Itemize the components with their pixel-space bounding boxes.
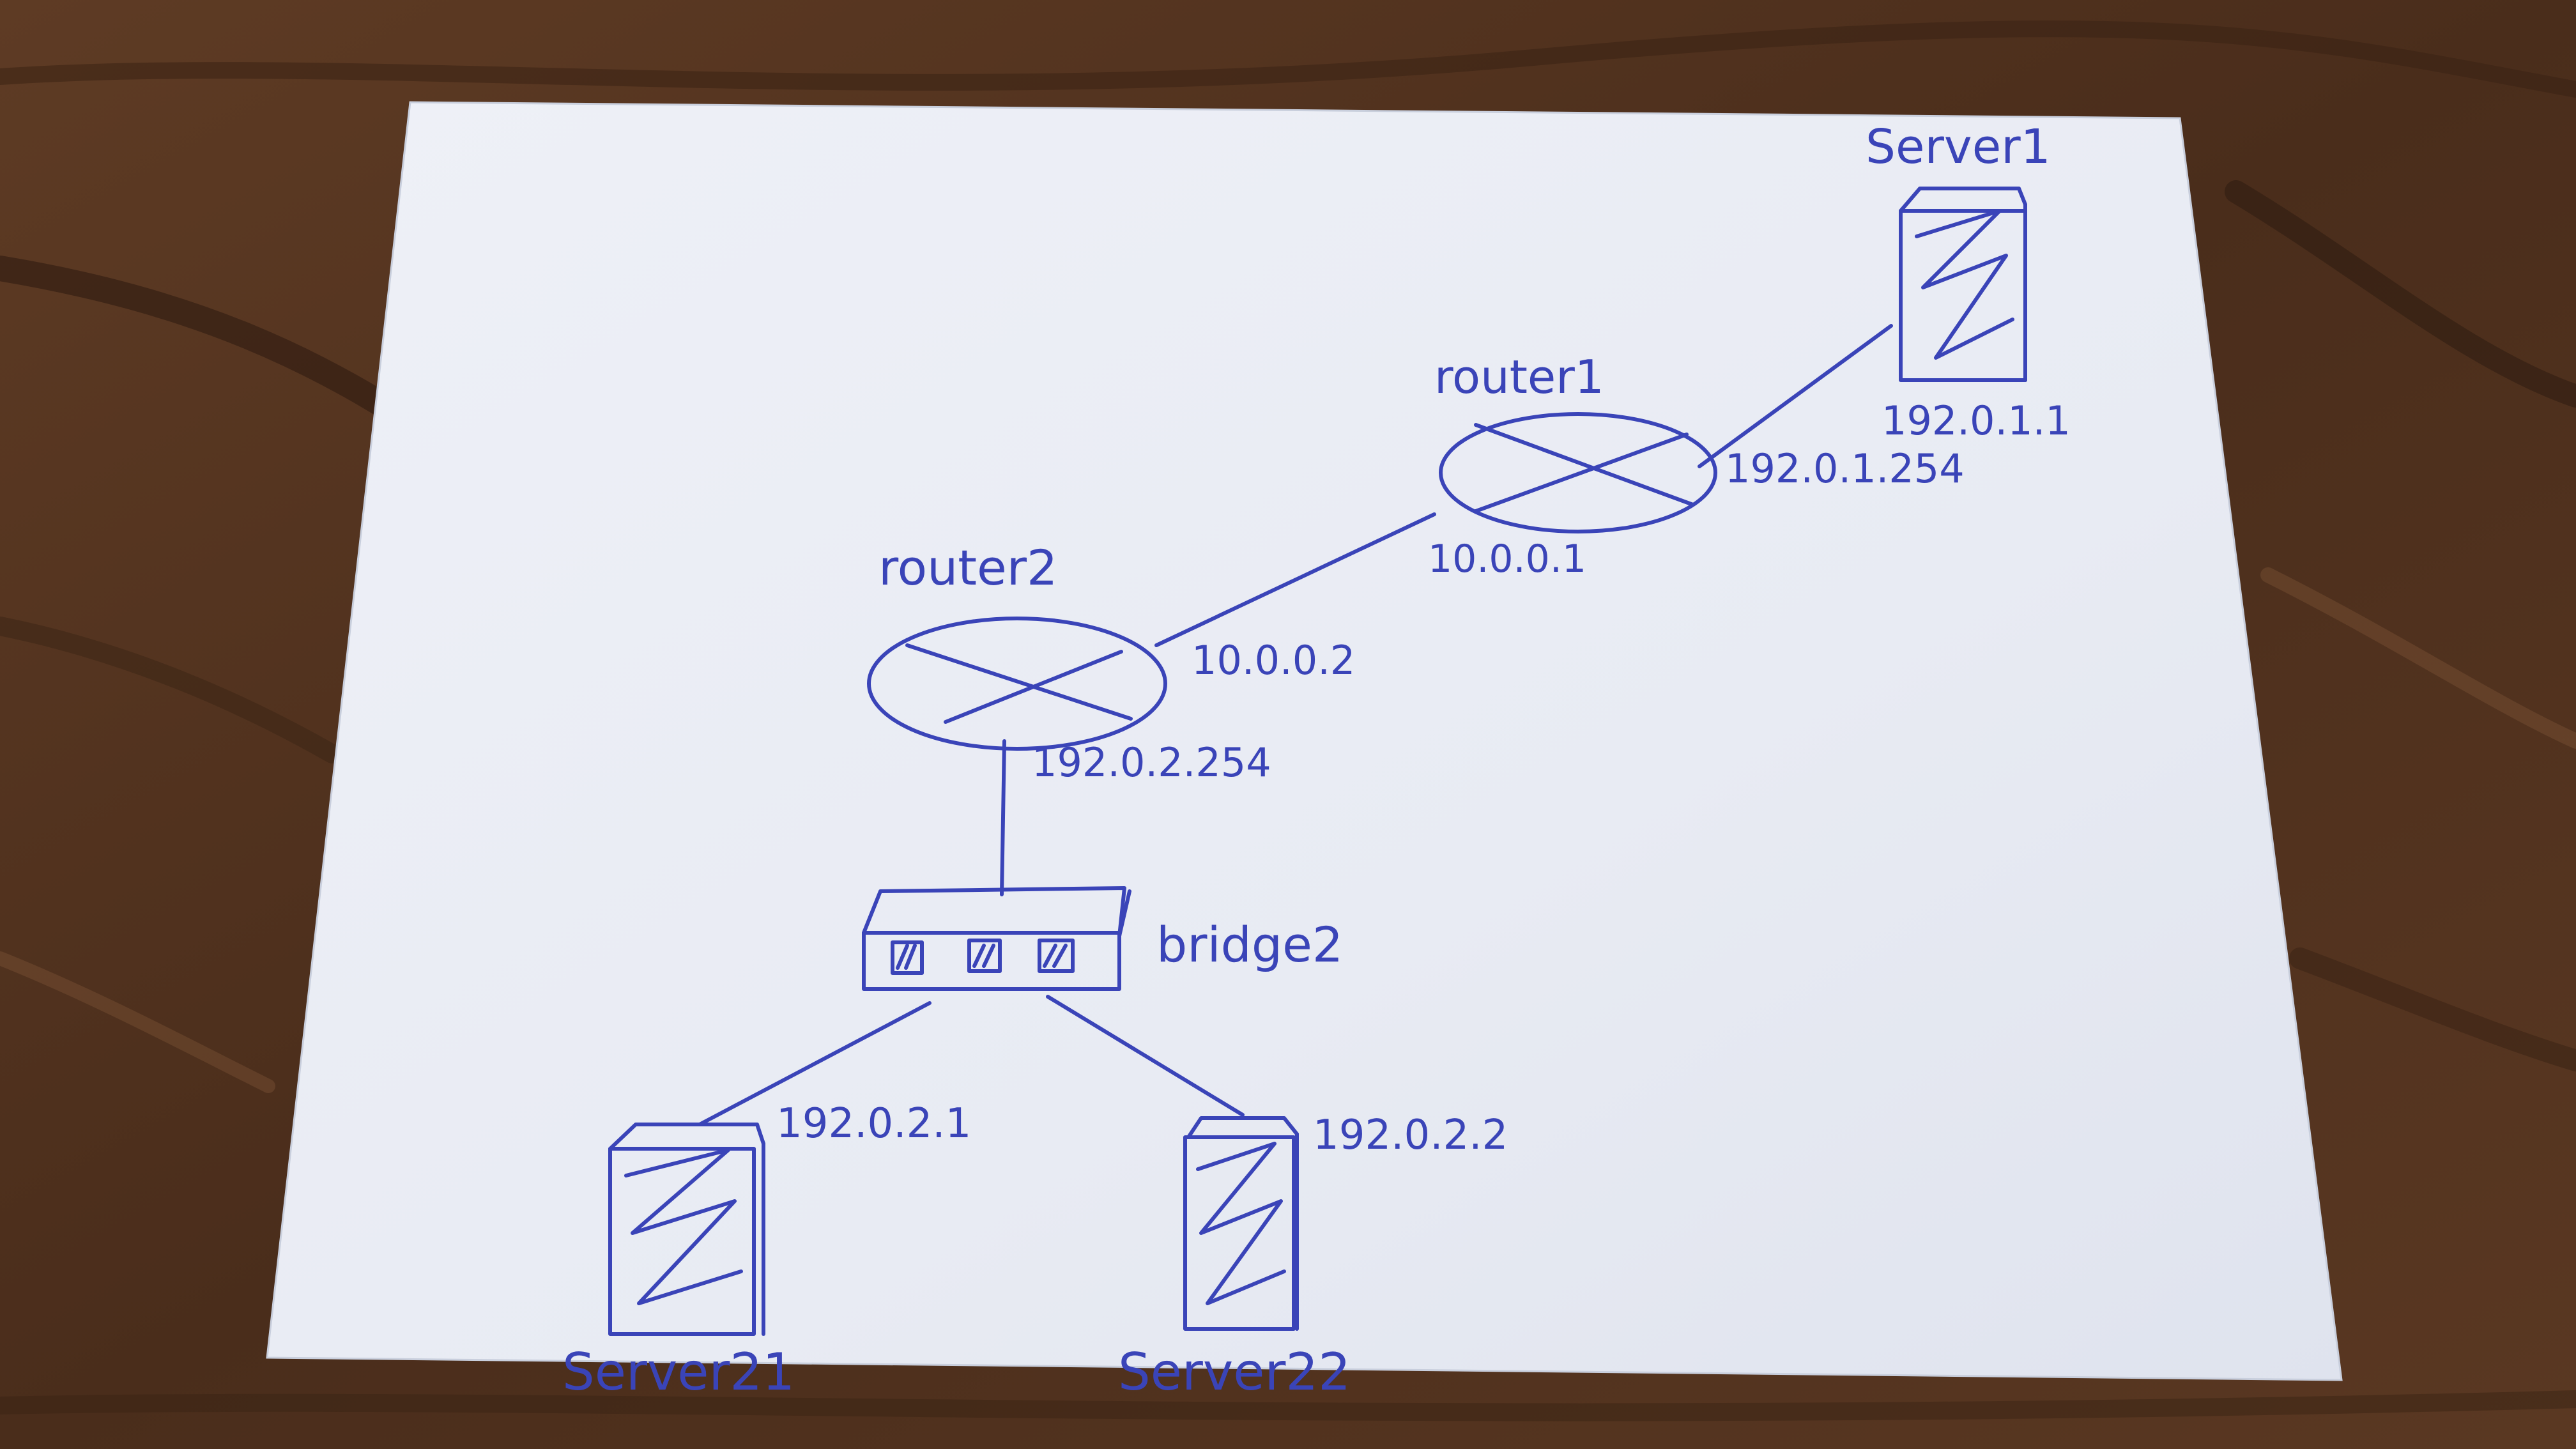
router2-lan-ip: 192.0.2.254 bbox=[1032, 739, 1271, 786]
link-bridge2-server22 bbox=[1046, 995, 1245, 1117]
router-icon bbox=[867, 617, 1167, 751]
server22-label: Server22 bbox=[1118, 1342, 1351, 1402]
server1-ip: 192.0.1.1 bbox=[1882, 397, 2071, 444]
router-icon bbox=[1439, 412, 1717, 533]
link-router2-bridge2 bbox=[1000, 739, 1006, 896]
bridge2-label: bridge2 bbox=[1156, 916, 1343, 973]
router1-wan-ip: 10.0.0.1 bbox=[1428, 537, 1586, 581]
router1-label: router1 bbox=[1434, 350, 1604, 404]
server21-label: Server21 bbox=[562, 1342, 795, 1402]
router1-lan-ip: 192.0.1.254 bbox=[1725, 445, 1965, 492]
link-router1-router2 bbox=[1154, 512, 1436, 647]
paper-sheet bbox=[266, 101, 2343, 1381]
server1-label: Server1 bbox=[1866, 119, 2051, 174]
link-router1-server1 bbox=[1698, 324, 1893, 468]
server-icon bbox=[1183, 1116, 1299, 1331]
server21-ip: 192.0.2.1 bbox=[776, 1100, 971, 1147]
router2-label: router2 bbox=[878, 539, 1057, 596]
wood-grain bbox=[0, 20, 2576, 1422]
router2-wan-ip: 10.0.0.2 bbox=[1192, 637, 1355, 684]
switch-icon bbox=[862, 886, 1131, 991]
server22-ip: 192.0.2.2 bbox=[1313, 1112, 1508, 1159]
server-icon bbox=[1899, 187, 2027, 382]
server-icon bbox=[608, 1123, 765, 1336]
link-bridge2-server21 bbox=[698, 1001, 931, 1126]
